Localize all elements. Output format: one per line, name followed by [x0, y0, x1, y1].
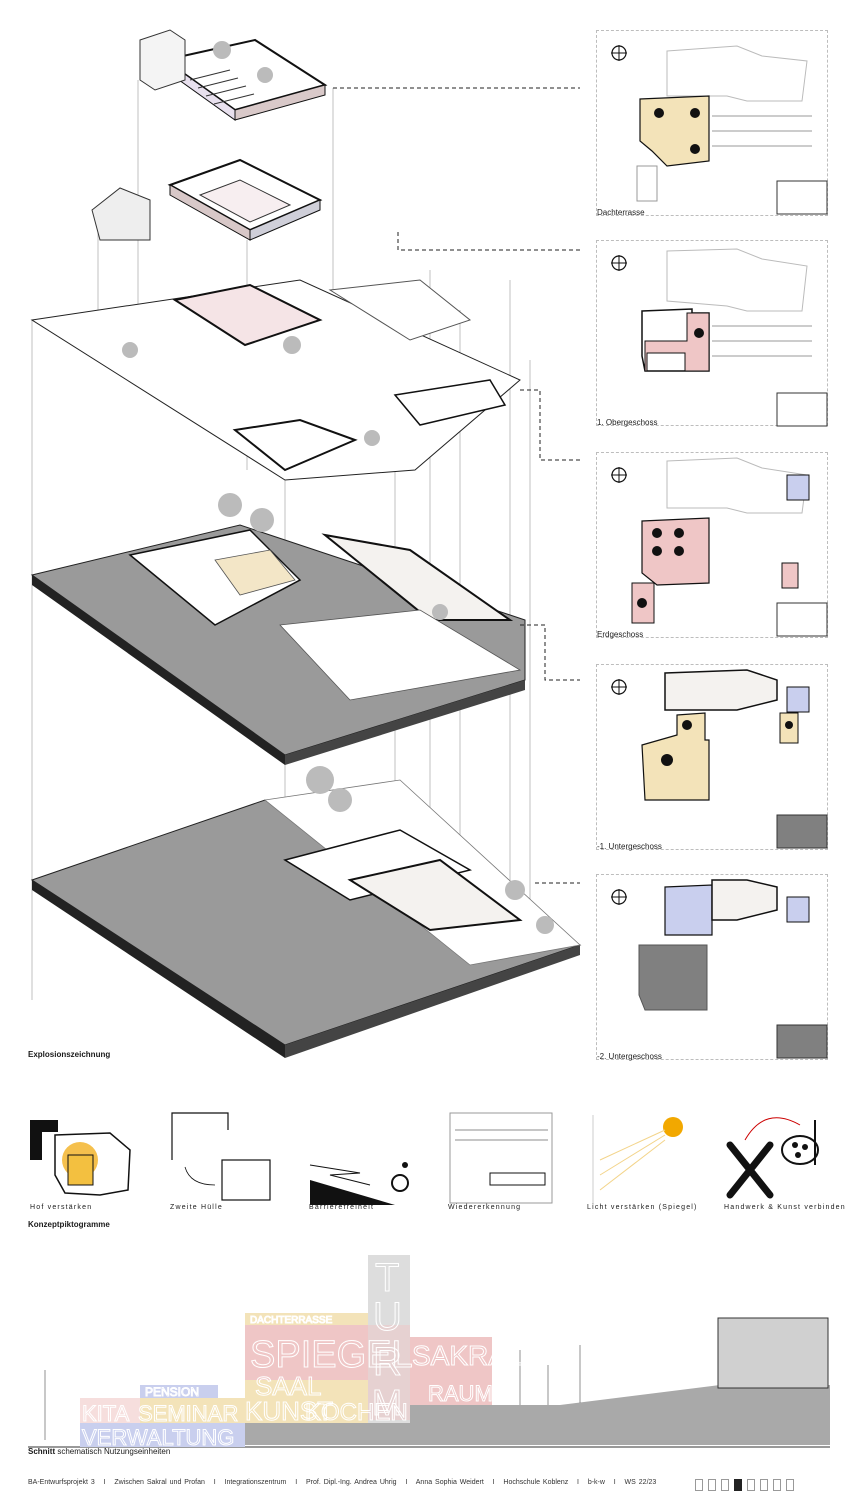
plan-drawing — [611, 248, 828, 427]
plan-drawing — [611, 457, 828, 637]
sheet-progress — [695, 1479, 794, 1491]
label-saal: SAAL — [255, 1371, 322, 1401]
label-raum: RAUM — [428, 1381, 493, 1406]
plan-label: -2. Untergeschoss — [597, 1052, 662, 1061]
plan-label: Erdgeschoss — [597, 630, 644, 639]
label-pension: PENSION — [145, 1385, 199, 1399]
plan-erdgeschoss: Erdgeschoss — [596, 452, 828, 639]
pictogram-label: Barrierefreiheit — [309, 1204, 375, 1211]
sheet-indicator-current — [734, 1479, 742, 1491]
neighbour-building — [717, 1317, 829, 1389]
pictogram-licht-icon — [592, 1115, 683, 1205]
label-kochen: KOCHEN — [305, 1399, 408, 1426]
ground-fill — [30, 1385, 830, 1445]
sheet-indicator — [708, 1479, 716, 1491]
section-subtitle: schematisch Nutzungseinheiten — [57, 1447, 171, 1456]
plan-drawing — [611, 45, 828, 215]
label-turm-u: U — [373, 1295, 402, 1339]
plan-drawing — [611, 669, 828, 849]
label-turm-m: M — [372, 1382, 402, 1423]
plan-label: -1. Untergeschoss — [597, 842, 662, 851]
leader-lines — [333, 87, 580, 884]
ground-floor-level — [30, 279, 521, 481]
concept-title: Konzeptpiktogramme — [28, 1220, 110, 1229]
plan-dachterrasse: Dachterrasse — [596, 30, 828, 217]
plan-drawing — [611, 879, 828, 1059]
label-verwaltung: VERWALTUNG — [82, 1425, 234, 1450]
basement-2-level — [30, 766, 582, 1058]
plan-label: Dachterrasse — [597, 208, 645, 217]
sheet-indicator — [760, 1479, 768, 1491]
pictogram-handwerk-icon — [726, 1117, 819, 1199]
seminar-block — [140, 1398, 245, 1423]
roof-level — [139, 29, 328, 121]
section-drawing: DACHTERRASSE SPIEGEL SAAL SAKRAL RAUM KU… — [28, 1255, 830, 1451]
explosion-title: Explosionszeichnung — [28, 1050, 111, 1059]
sheet-indicator — [786, 1479, 794, 1491]
spiegel-block — [245, 1325, 370, 1380]
plan-obergeschoss: 1. Obergeschoss — [596, 240, 828, 427]
plan-label: 1. Obergeschoss — [597, 418, 658, 427]
kita-block — [80, 1398, 140, 1423]
sheet-indicator — [721, 1479, 729, 1491]
label-seminar: SEMINAR — [138, 1401, 238, 1426]
tree-icons — [44, 1345, 581, 1440]
pictogram-label: Licht verstärken (Spiegel) — [587, 1204, 698, 1211]
label-turm-r: R — [373, 1340, 402, 1384]
pictogram-label: Wiedererkennung — [448, 1204, 522, 1211]
section-title: Schnitt — [28, 1447, 56, 1456]
plan-untergeschoss-1: -1. Untergeschoss — [596, 664, 828, 851]
upper-floor-level — [91, 158, 323, 241]
pictogram-row — [30, 1112, 819, 1205]
pictogram-label: Hof verstärken — [30, 1204, 93, 1211]
dachterrasse-block — [245, 1313, 370, 1325]
sheet-indicator — [747, 1479, 755, 1491]
label-dachterrasse: DACHTERRASSE — [250, 1315, 333, 1326]
explosion-drawing — [30, 29, 582, 1058]
plan-untergeschoss-2: -2. Untergeschoss — [596, 874, 828, 1061]
pictogram-label: Zweite Hülle — [170, 1204, 223, 1211]
section-caption: Schnitt schematisch Nutzungseinheiten — [28, 1447, 170, 1456]
kunst-block — [245, 1380, 370, 1423]
label-kunst: KUNST — [245, 1396, 333, 1426]
basement-1-level — [30, 493, 526, 765]
pictogram-label: Handwerk & Kunst verbinden — [724, 1204, 846, 1211]
sheet-indicator — [773, 1479, 781, 1491]
label-spiegel: SPIEGEL — [250, 1334, 413, 1376]
pictogram-hof-icon — [30, 1120, 131, 1196]
sheet-indicator — [695, 1479, 703, 1491]
footer-credits: BA-Entwurfsprojekt 3 I Zwischen Sakral u… — [28, 1479, 657, 1486]
label-turm-t: T — [375, 1256, 399, 1300]
pension-block — [140, 1385, 218, 1398]
label-sakral: SAKRAL — [412, 1340, 523, 1371]
pictogram-wiedererkennung-icon — [449, 1112, 553, 1204]
pictogram-huelle-icon — [171, 1112, 271, 1201]
label-kita: KITA — [82, 1401, 130, 1426]
pictogram-barriere-icon — [309, 1162, 409, 1205]
sakral-block — [410, 1337, 492, 1405]
